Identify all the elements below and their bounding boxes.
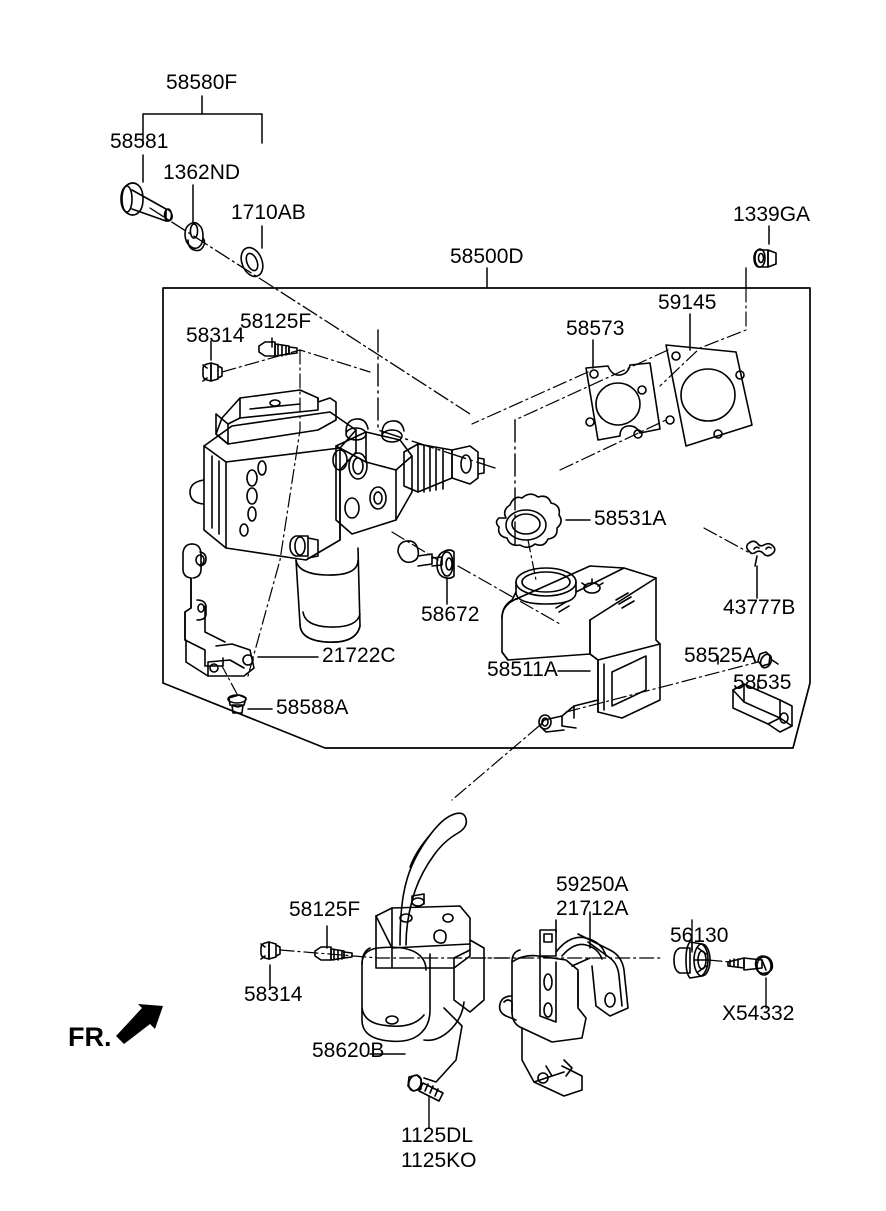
label-58620B: 58620B xyxy=(312,1039,385,1062)
part-59250A-bracket xyxy=(498,919,629,1097)
part-X54332-bolt xyxy=(727,955,774,976)
leader-reservoir-hose-dash xyxy=(451,725,540,801)
label-58525A: 58525A xyxy=(684,644,757,667)
part-58125F-screw-top xyxy=(258,341,298,357)
label-43777B: 43777B xyxy=(723,596,796,619)
leader-58525A-dash xyxy=(565,661,759,713)
part-58573-gasket xyxy=(585,362,661,441)
label-58531A: 58531A xyxy=(594,507,667,530)
part-58672-seal xyxy=(436,549,455,580)
leader-59145-dash2 xyxy=(559,419,667,471)
label-21722C: 21722C xyxy=(322,644,396,667)
part-58531A-cap xyxy=(495,493,562,549)
label-58314-bot: 58314 xyxy=(244,983,303,1006)
part-58581-bushing xyxy=(120,182,173,222)
assembly-boundary-58500D xyxy=(162,287,811,749)
label-X54332: X54332 xyxy=(722,1002,795,1025)
label-58672: 58672 xyxy=(421,603,480,626)
brake-vacuum-hose xyxy=(399,812,468,946)
leader-pump-axis xyxy=(279,949,661,959)
leader-59145-dash xyxy=(514,349,669,421)
leader-58573-dash xyxy=(471,371,589,425)
part-58314-grommet-top xyxy=(202,362,223,382)
label-58314-top: 58314 xyxy=(186,324,245,347)
leader-43777B-dash xyxy=(703,527,749,553)
fr-direction-arrow xyxy=(116,1004,163,1044)
label-1125DL: 1125DL xyxy=(401,1124,474,1147)
part-58588A-bolt xyxy=(227,694,247,714)
leader-58125F-module xyxy=(247,349,301,677)
label-59250A: 59250A xyxy=(556,873,629,896)
leader-1339GA-dash xyxy=(659,287,747,387)
label-1362ND: 1362ND xyxy=(163,161,241,184)
label-1125KO: 1125KO xyxy=(401,1149,477,1172)
part-1710AB-oring xyxy=(240,246,264,278)
label-1339GA: 1339GA xyxy=(733,203,811,226)
label-21712A: 21712A xyxy=(556,897,629,920)
leader-58672-dash xyxy=(391,531,561,625)
label-58125F-bot: 58125F xyxy=(289,898,361,921)
part-1339GA-nut xyxy=(753,248,777,268)
label-58573: 58573 xyxy=(566,317,625,340)
leader-58588A xyxy=(221,665,238,695)
part-1125DL-bolt xyxy=(407,1074,444,1102)
inner-divider-left xyxy=(377,329,496,469)
label-58581: 58581 xyxy=(110,130,169,153)
leader-X54332-dash xyxy=(707,959,731,963)
part-58525A-bolt xyxy=(757,651,779,669)
part-58125F-screw-bottom xyxy=(314,946,353,961)
label-59145: 59145 xyxy=(658,291,717,314)
part-58511A-reservoir xyxy=(501,565,661,733)
part-58535-connector xyxy=(732,683,793,733)
label-58511A: 58511A xyxy=(487,658,558,681)
label-58535: 58535 xyxy=(733,671,792,694)
label-56130: 56130 xyxy=(670,924,729,947)
label-58500D: 58500D xyxy=(450,245,524,268)
label-58588A: 58588A xyxy=(276,696,349,719)
part-1362ND-clip xyxy=(184,221,206,252)
part-58620B-pump xyxy=(361,893,485,1083)
label-58580F: 58580F xyxy=(166,71,238,94)
label-1710AB: 1710AB xyxy=(231,201,306,224)
label-58125F-top: 58125F xyxy=(240,310,312,333)
part-21722C-bracket xyxy=(182,543,255,677)
part-59145-gasket xyxy=(665,344,753,447)
leader-58580F-bracket xyxy=(142,95,263,144)
part-43777B-clip xyxy=(745,540,776,567)
orientation-label-fr: FR. xyxy=(68,1022,112,1052)
part-58314-grommet-bottom xyxy=(260,941,281,960)
abs-hydraulic-module xyxy=(189,389,485,643)
